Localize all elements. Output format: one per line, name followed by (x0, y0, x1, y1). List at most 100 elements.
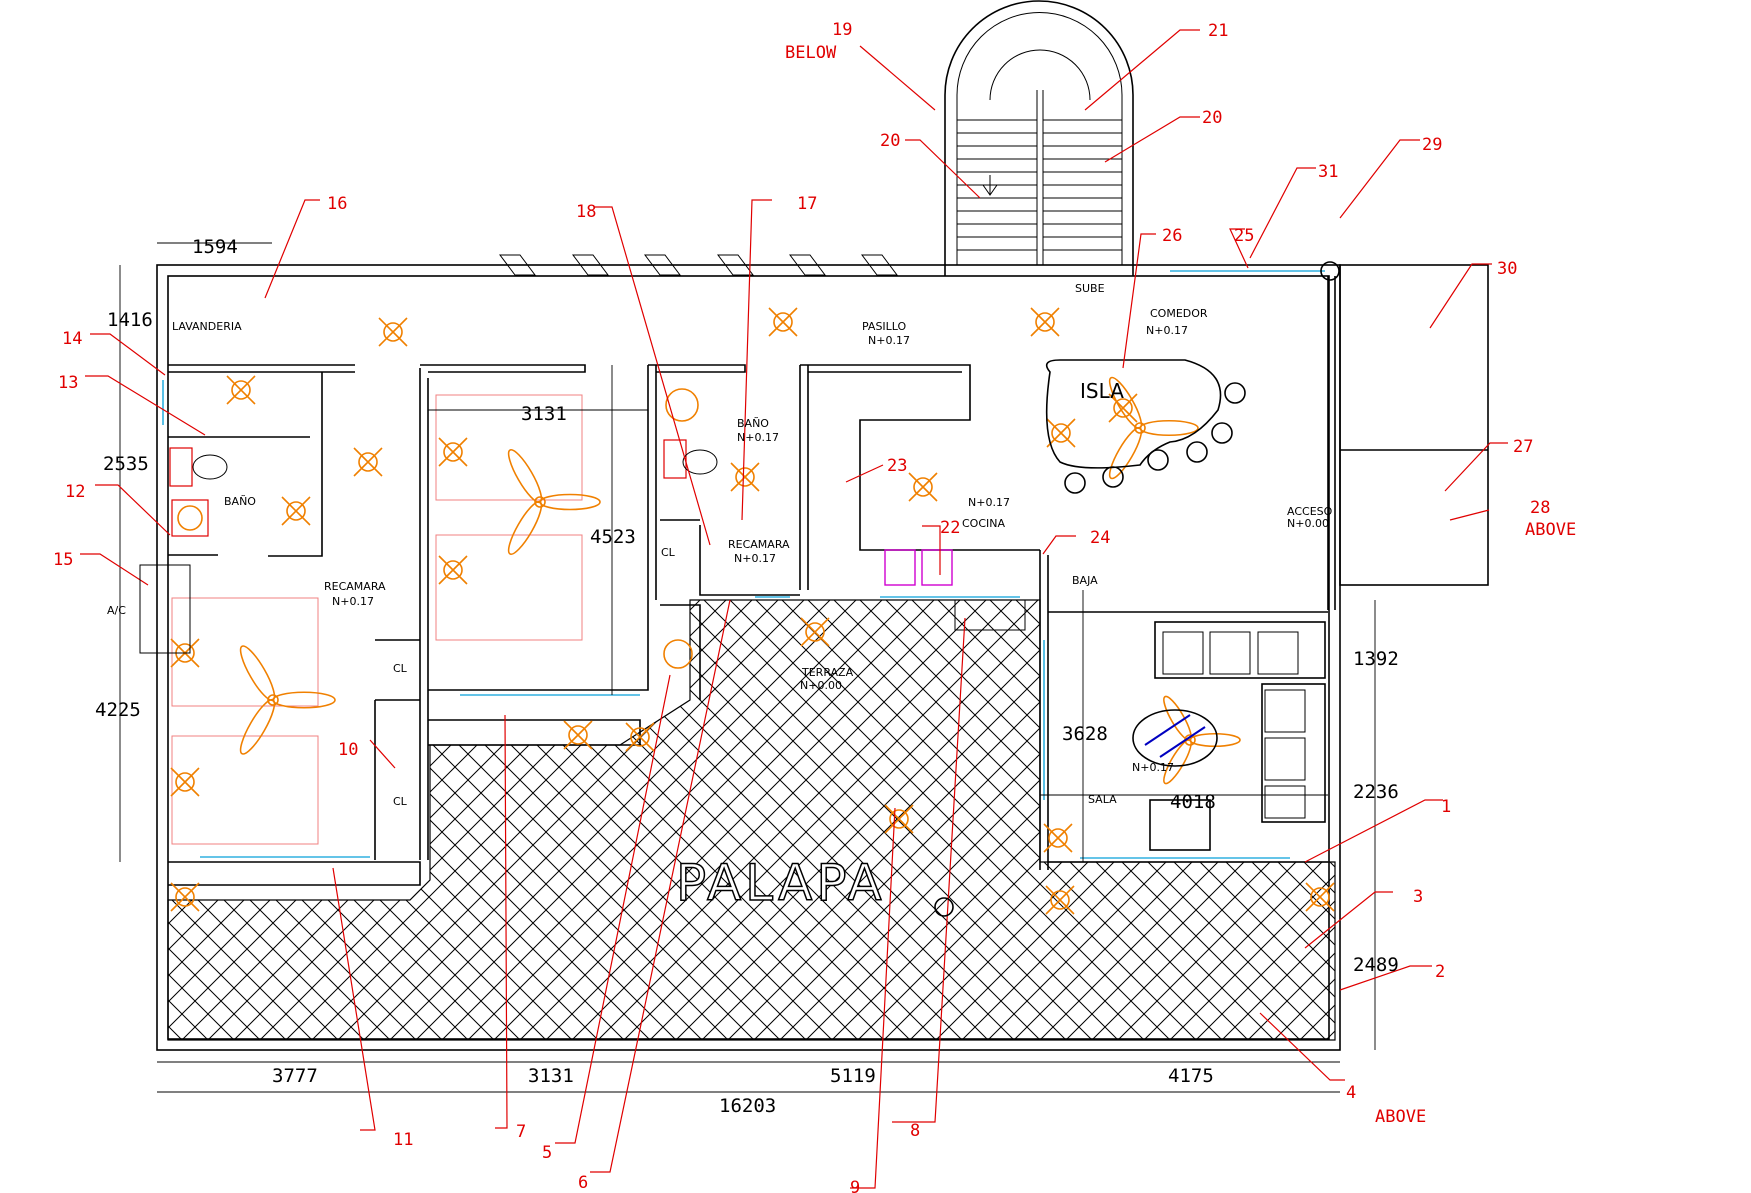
callout-8: 8 (910, 1121, 920, 1141)
callout-4: 4 (1346, 1083, 1356, 1103)
shade-mark (789, 254, 826, 276)
callout-22: 22 (940, 518, 960, 538)
callout-28-note: ABOVE (1525, 520, 1576, 540)
light-fixture (353, 447, 383, 477)
light-fixture (884, 804, 914, 834)
label-pasillo: PASILLO (862, 320, 907, 333)
kitchen-sink (884, 549, 1026, 631)
callout-17: 17 (797, 194, 817, 214)
callout-11: 11 (393, 1130, 413, 1150)
label-bano-left: BAÑO (224, 495, 256, 508)
callout-2: 2 (1435, 962, 1445, 982)
callout-18: 18 (576, 202, 596, 222)
light-fixture (1046, 418, 1076, 448)
callout-6: 6 (578, 1173, 588, 1193)
callout-23: 23 (887, 456, 907, 476)
label-comedor: COMEDOR (1150, 307, 1208, 320)
pole-marker (934, 897, 954, 917)
palapa-hatch (167, 599, 1336, 1041)
callout-3: 3 (1413, 887, 1423, 907)
dim-3131: 3131 (528, 1065, 574, 1087)
dim-4225: 4225 (95, 699, 141, 721)
label-cocina: COCINA (962, 517, 1005, 530)
callout-4-note: ABOVE (1375, 1107, 1426, 1127)
shade-mark (499, 254, 536, 276)
light-fixture (1043, 823, 1073, 853)
light-fixture (800, 617, 830, 647)
dimension-labels: 1594 1416 2535 4225 3131 4523 3628 4018 … (95, 236, 1399, 1117)
label-baja: BAJA (1072, 574, 1098, 587)
column-marker (1320, 261, 1340, 281)
dim-3131-top: 3131 (521, 403, 567, 425)
label-lavanderia: LAVANDERIA (172, 320, 242, 333)
light-fixtures (170, 307, 1335, 915)
label-recamara-left: RECAMARA (324, 580, 386, 593)
light-fixture (908, 472, 938, 502)
callout-19: 19 (832, 20, 852, 40)
dim-3777: 3777 (272, 1065, 318, 1087)
ceiling-fan (507, 448, 601, 556)
label-recamara-center-level: N+0.17 (734, 552, 776, 565)
interior-walls (168, 276, 1488, 886)
exterior-shading-marks (499, 254, 898, 276)
callout-20a: 20 (880, 131, 900, 151)
label-recamara-left-level: N+0.17 (332, 595, 374, 608)
light-fixture (226, 375, 256, 405)
ceiling-fan (239, 645, 336, 755)
light-fixture (625, 722, 655, 752)
shade-mark (572, 254, 609, 276)
light-fixture (378, 317, 408, 347)
label-acceso-level: N+0.00 (1287, 517, 1329, 530)
callout-31: 31 (1318, 162, 1338, 182)
windows (162, 270, 1325, 859)
light-fixture (438, 437, 468, 467)
callout-5: 5 (542, 1143, 552, 1163)
beds (171, 394, 583, 845)
ceiling-fans (239, 376, 1241, 785)
living-room-furniture (1132, 621, 1326, 851)
callout-numbers: 1 2 3 4 ABOVE 5 6 7 8 9 10 11 12 13 14 1… (53, 20, 1576, 1193)
light-fixture (170, 882, 200, 912)
label-terraza: TERRAZA (801, 666, 854, 679)
label-sala: SALA (1088, 793, 1117, 806)
label-comedor-level: N+0.17 (1146, 324, 1188, 337)
dim-1392: 1392 (1353, 648, 1399, 670)
callout-12: 12 (65, 482, 85, 502)
light-fixture (768, 307, 798, 337)
exterior-walls (156, 264, 1489, 1051)
callout-14: 14 (62, 329, 82, 349)
room-labels: LAVANDERIA BAÑO RECAMARA N+0.17 CL CL CL… (107, 282, 1333, 913)
kitchen-island (1045, 359, 1246, 494)
callout-21: 21 (1208, 21, 1228, 41)
callout-24: 24 (1090, 528, 1110, 548)
light-fixture (281, 496, 311, 526)
label-cl-1: CL (393, 662, 408, 675)
light-fixture (170, 767, 200, 797)
callout-1: 1 (1441, 797, 1451, 817)
callout-leaders (80, 29, 1508, 1189)
callout-19-note: BELOW (785, 43, 837, 63)
light-fixture (730, 462, 760, 492)
callout-28: 28 (1530, 498, 1550, 518)
label-recamara-center: RECAMARA (728, 538, 790, 551)
callout-13: 13 (58, 373, 78, 393)
shade-mark (861, 254, 898, 276)
label-pasillo-level: N+0.17 (868, 334, 910, 347)
callout-16: 16 (327, 194, 347, 214)
dim-2236: 2236 (1353, 781, 1399, 803)
label-cl-3: CL (661, 546, 676, 559)
dim-2535: 2535 (103, 453, 149, 475)
callout-7: 7 (516, 1122, 526, 1142)
bathroom-fixtures (169, 388, 718, 669)
label-acceso: ACCESO (1287, 505, 1333, 518)
label-isla: ISLA (1080, 379, 1124, 403)
light-fixture (1030, 307, 1060, 337)
callout-25: 25 (1234, 226, 1254, 246)
callout-10: 10 (338, 740, 358, 760)
label-ac: A/C (107, 604, 126, 617)
label-cocina-level: N+0.17 (968, 496, 1010, 509)
label-palapa: PALAPA (676, 854, 886, 912)
callout-20b: 20 (1202, 108, 1222, 128)
shade-mark (717, 254, 754, 276)
callout-27: 27 (1513, 437, 1533, 457)
